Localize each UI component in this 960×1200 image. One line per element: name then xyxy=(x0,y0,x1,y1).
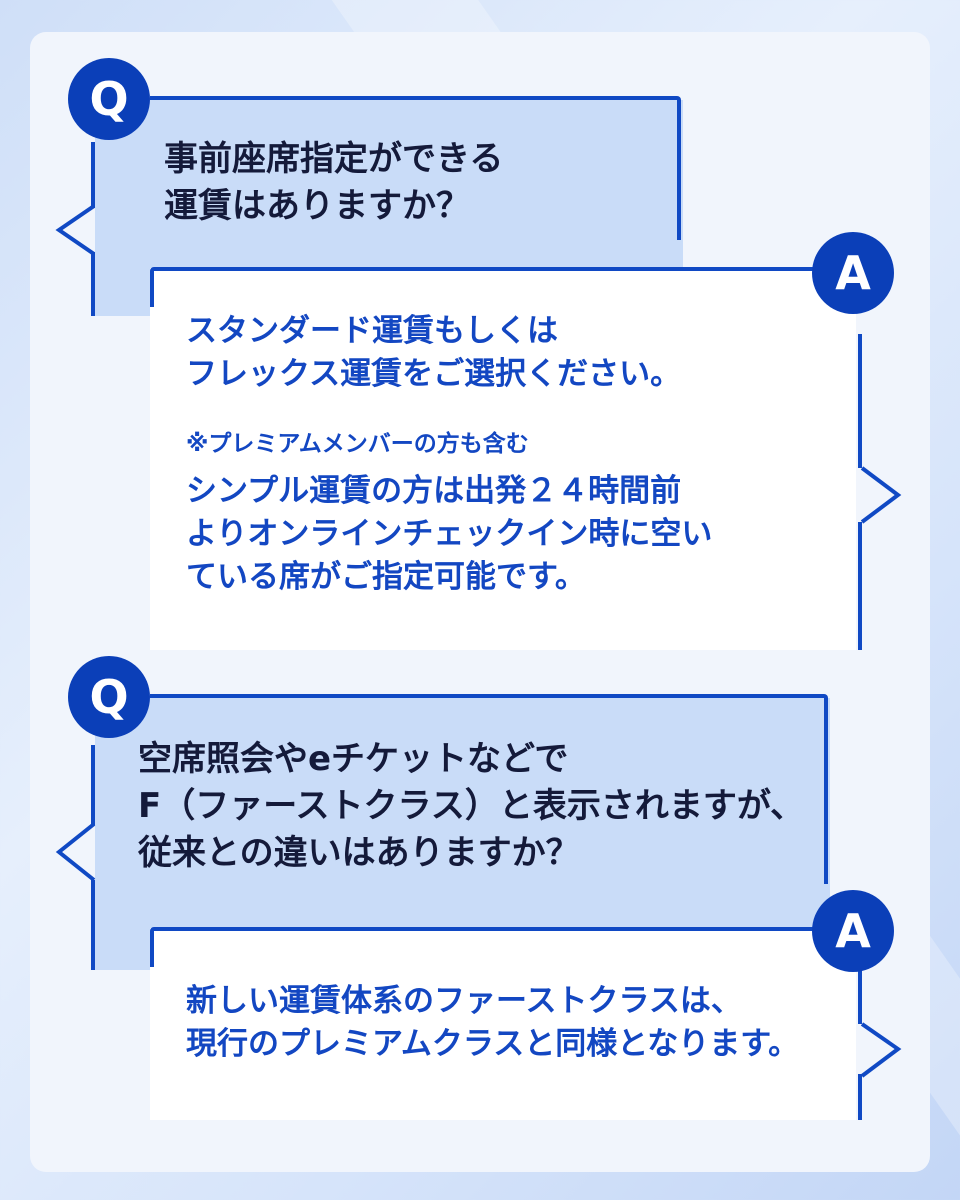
a-badge-1: A xyxy=(812,232,894,314)
answer-1-extra: シンプル運賃の方は出発２４時間前 よりオンラインチェックイン時に空い ている席が… xyxy=(186,473,713,595)
question-1-text: 事前座席指定ができる 運賃はありますか？ xyxy=(164,139,504,226)
question-2-top-border xyxy=(150,694,824,698)
answer-bubble-2 xyxy=(150,928,856,1120)
question-bubble-2 xyxy=(95,698,830,928)
a-badge-2: A xyxy=(812,890,894,972)
answer-bubble-1 xyxy=(150,268,856,650)
question-1-pointer xyxy=(55,204,96,256)
answer-2-top-border xyxy=(154,927,814,931)
answer-2-pointer xyxy=(860,1022,902,1078)
answer-1-text: スタンダード運賃もしくは フレックス運賃をご選択ください。 xyxy=(186,313,682,392)
answer-1-pointer xyxy=(860,466,902,524)
answer-2-text: 新しい運賃体系のファーストクラスは、 現行のプレミアムクラスと同様となります。 xyxy=(186,983,800,1062)
q-badge-2: Q xyxy=(68,656,150,738)
answer-1-note: ※プレミアムメンバーの方も含む xyxy=(186,431,529,457)
answer-1-top-border xyxy=(154,267,814,271)
q-badge-1: Q xyxy=(68,58,150,140)
question-bubble-1 xyxy=(95,100,683,270)
question-1-top-border xyxy=(150,96,677,100)
question-2-text: 空席照会やeチケットなどで F（ファーストクラス）と表示されますが、 従来との違… xyxy=(138,739,805,873)
question-2-pointer xyxy=(55,822,96,882)
